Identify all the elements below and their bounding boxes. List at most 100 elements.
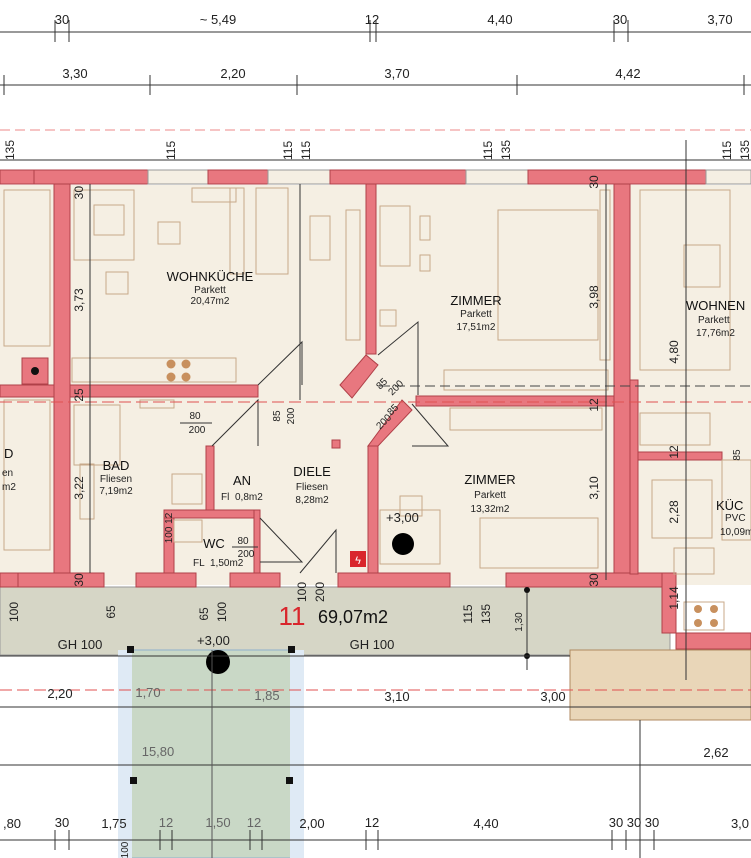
dim-bottom-5: 3,00 <box>540 689 565 704</box>
room-zimmer1-name: ZIMMER <box>450 293 501 308</box>
furniture <box>3 187 751 631</box>
diagonal-wall-1 <box>339 354 379 399</box>
door-width: 80 <box>189 411 201 422</box>
dim-bottom-3: 1,85 <box>254 688 279 703</box>
room-wohnkueche-area: 20,47m2 <box>191 296 230 307</box>
dim-b3-10: 30 <box>609 815 623 830</box>
room-zimmer2-floor: Parkett <box>474 490 506 501</box>
door-swings <box>211 320 450 574</box>
room-bad-name: BAD <box>103 458 130 473</box>
electric-panel-icon <box>350 551 366 567</box>
room-an-name: AN <box>233 473 251 488</box>
dim-top-5: 30 <box>613 12 627 27</box>
room-wc-floor: FL <box>193 558 205 569</box>
room-kueche-name: KÜC <box>716 498 743 513</box>
terrace-extension <box>569 649 751 721</box>
dim-b3-11: 30 <box>627 815 641 830</box>
dim-top-3: 12 <box>365 12 379 27</box>
room-zimmer2-name: ZIMMER <box>464 472 515 487</box>
balcony-edge-right <box>290 650 304 858</box>
shaft-dot <box>31 367 39 375</box>
dim-b3-1: ,80 <box>3 816 21 831</box>
dim-bottom-6: 15,80 <box>142 744 175 759</box>
gh-label-left: GH 100 <box>58 637 103 652</box>
dim-b3-13: 3,0 <box>731 816 749 831</box>
level-room: +3,00 <box>386 510 419 525</box>
stove-burners <box>166 359 718 627</box>
vdim-1: 30 <box>72 186 86 200</box>
vdim-18: 65 <box>197 607 211 621</box>
room-an-floor: Fl <box>221 492 229 503</box>
dim-row2-4: 4,42 <box>615 66 640 81</box>
walls <box>0 169 751 650</box>
room-wc-name: WC <box>203 536 225 551</box>
dim-row3-7: 115 <box>720 141 734 160</box>
dim-b3-5: 1,50 <box>205 815 230 830</box>
room-zimmer1-area: 17,51m2 <box>457 322 496 333</box>
room-left-area: m2 <box>2 482 16 493</box>
room-wohnen-floor: Parkett <box>698 315 730 326</box>
room-left-name: D <box>4 446 13 461</box>
dim-bottom-1: 2,20 <box>47 686 72 701</box>
vdim-21: 200 <box>313 582 327 602</box>
vdim-10: 30 <box>587 573 601 587</box>
vdim-25: 85 <box>272 410 283 422</box>
small-label: 100 12 <box>164 512 175 543</box>
dim-b3-2: 30 <box>55 815 69 830</box>
room-zimmer2-area: 13,32m2 <box>471 504 510 515</box>
unit-area: 69,07m2 <box>318 607 388 627</box>
balcony-edge-left <box>118 650 132 858</box>
vdim-5: 30 <box>72 573 86 587</box>
dim-row2-1: 3,30 <box>62 66 87 81</box>
dim-b3-12: 30 <box>645 815 659 830</box>
room-an-area: 0,8m2 <box>235 492 263 503</box>
room-left-floor: en <box>2 468 13 479</box>
dim-row2-2: 2,20 <box>220 66 245 81</box>
room-wohnkueche-floor: Parkett <box>194 285 226 296</box>
vdim-11: 4,80 <box>667 340 681 364</box>
vdim-12: 12 <box>667 445 681 459</box>
room-kueche-area: 10,09m <box>720 527 751 538</box>
dim-row3-4: 115 <box>299 141 313 160</box>
dim-row3-8: 135 <box>738 140 751 160</box>
dim-bottom-4: 3,10 <box>384 689 409 704</box>
dim-b3-4: 12 <box>159 815 173 830</box>
dim-row3: 135 115 115 115 115 135 115 135 <box>3 140 751 160</box>
vdim-17: 65 <box>104 605 118 619</box>
room-kueche-floor: PVC <box>725 513 746 524</box>
dim-row3-5: 115 <box>481 141 495 160</box>
dim-b3-6: 12 <box>247 815 261 830</box>
dim-bottom-7: 2,62 <box>703 745 728 760</box>
dim-top-4: 4,40 <box>487 12 512 27</box>
vdim-13: 2,28 <box>667 500 681 524</box>
vdim-16: 100 <box>7 602 21 622</box>
drain-icon <box>392 533 414 555</box>
dim-bottom-row3: ,80 30 1,75 12 1,50 12 2,00 12 4,40 30 3… <box>3 815 749 831</box>
dim-row3-6: 135 <box>499 140 513 160</box>
room-bad-floor: Fliesen <box>100 474 132 485</box>
terrace-drain-icon <box>206 650 230 674</box>
dim-top-1: 30 <box>55 12 69 27</box>
room-zimmer1-floor: Parkett <box>460 309 492 320</box>
room-diele-floor: Fliesen <box>296 482 328 493</box>
room-wc-area: 1,50m2 <box>210 558 244 569</box>
room-bad-area: 7,19m2 <box>99 486 133 497</box>
room-wohnen-name: WOHNEN <box>686 298 745 313</box>
vdim-6: 3,98 <box>587 285 601 309</box>
dim-row3-3: 115 <box>281 141 295 160</box>
dim-top-6: 3,70 <box>707 12 732 27</box>
terrace-floor <box>0 586 671 656</box>
room-wohnkueche-name: WOHNKÜCHE <box>167 269 254 284</box>
level-terrace: +3,00 <box>197 633 230 648</box>
vdim-14: 1,14 <box>667 586 681 610</box>
wc-door-height: 200 <box>238 549 255 560</box>
dim-b3-9: 4,40 <box>473 816 498 831</box>
dim-b3-7: 2,00 <box>299 816 324 831</box>
vertical-dimension-lines <box>0 140 751 858</box>
dim-row2-3: 3,70 <box>384 66 409 81</box>
vdim-23: 135 <box>479 604 493 624</box>
vdim-22: 115 <box>461 604 475 623</box>
gh-label-right: GH 100 <box>350 637 395 652</box>
dim-row3-1: 135 <box>3 140 17 160</box>
vdim-20: 100 <box>295 582 309 602</box>
